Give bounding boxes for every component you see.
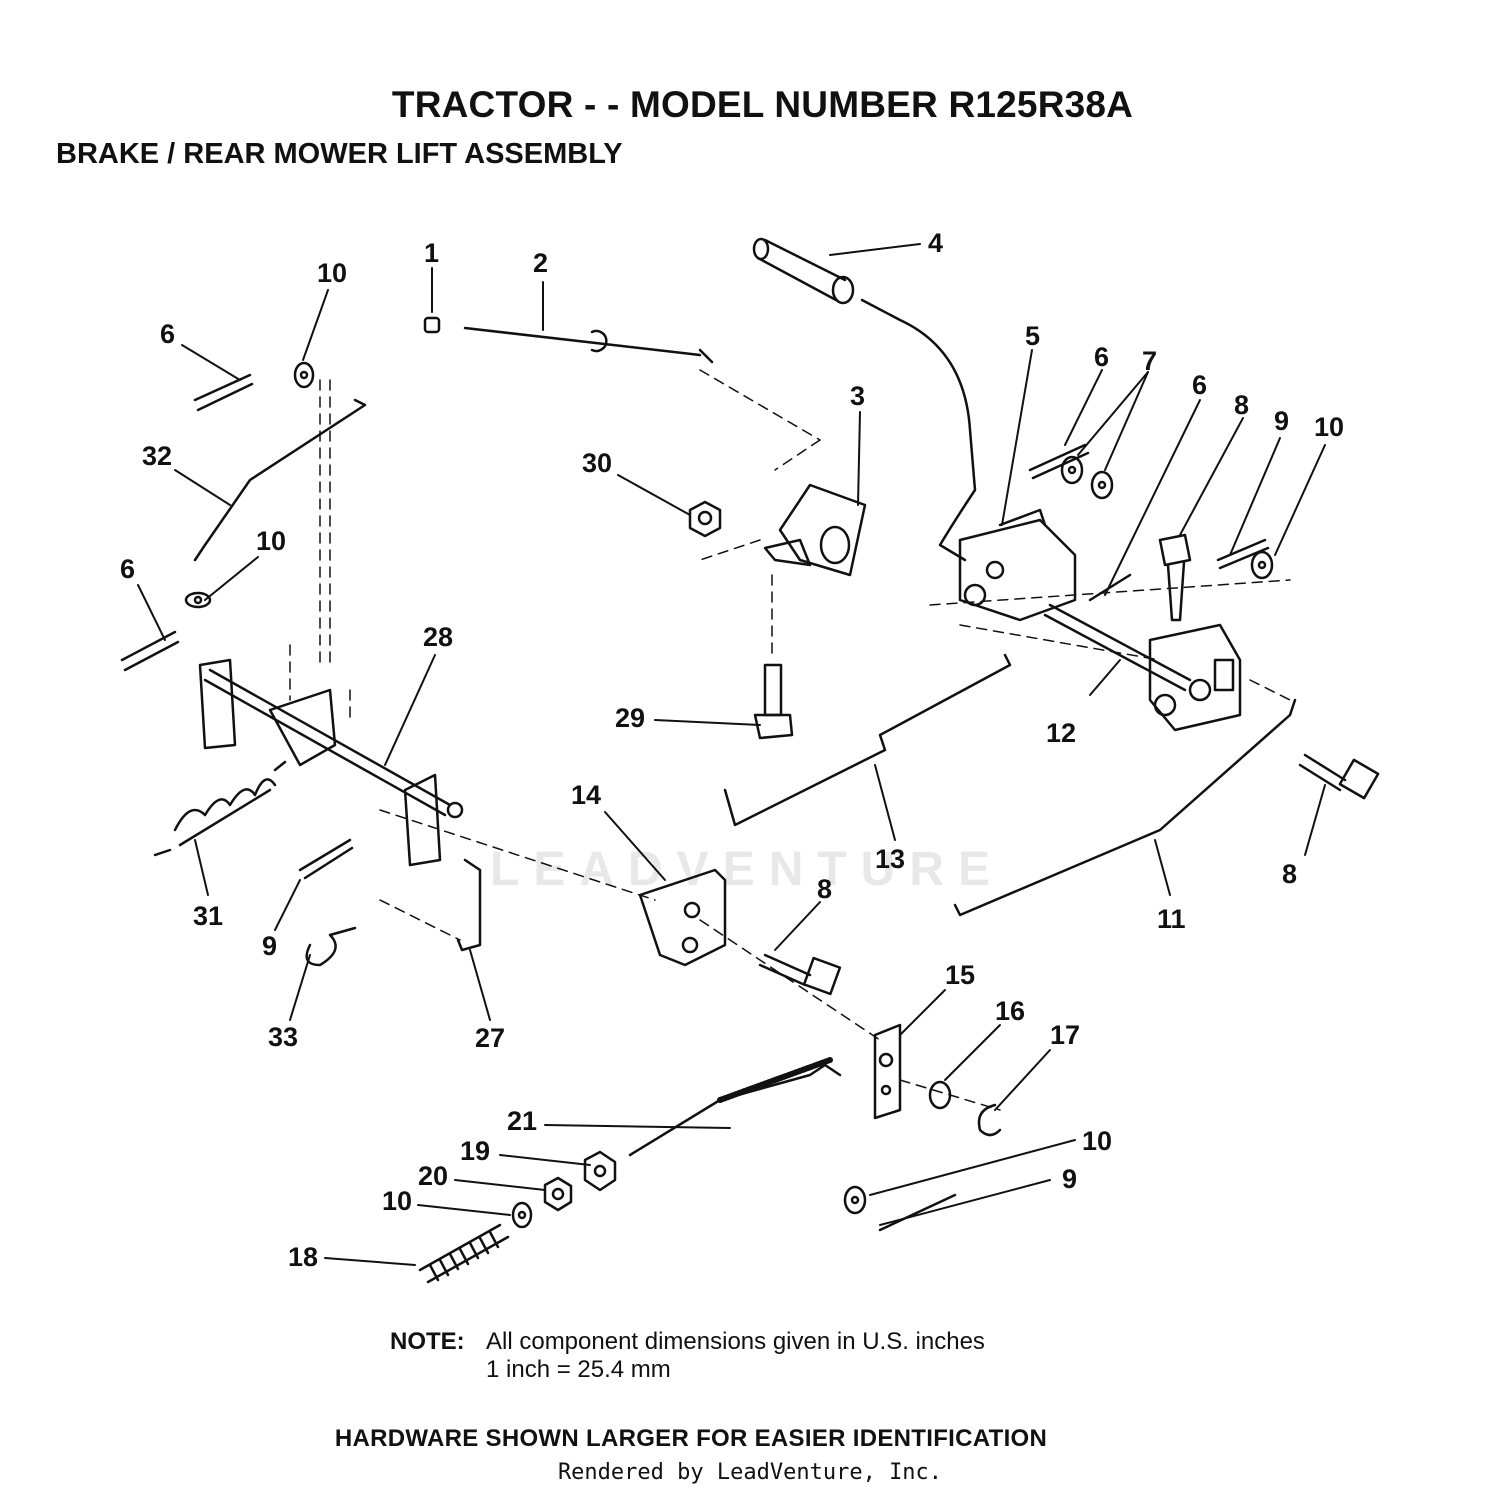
part-4-handle-grip: [752, 237, 855, 305]
part-21-rod: [628, 1057, 842, 1157]
callout-27: 27: [475, 1023, 505, 1053]
callout-2: 2: [533, 248, 548, 278]
part-32-rod: [193, 398, 367, 562]
part-29-bolt: [753, 663, 794, 740]
part-7-washers: [1060, 455, 1114, 500]
callout-16: 16: [995, 996, 1025, 1026]
callout-20: 20: [418, 1161, 448, 1191]
part-18-spring: [418, 1223, 510, 1284]
callout-10-bottom-right: 10: [1082, 1126, 1112, 1156]
part-5-lift-lever: [860, 298, 977, 562]
callout-6-left: 6: [120, 554, 135, 584]
part-30-nut: [688, 500, 722, 538]
part-9-pin-bottom: [878, 1193, 957, 1232]
callout-10-right: 10: [1314, 412, 1344, 442]
callout-10-bottom-left: 10: [382, 1186, 412, 1216]
part-9-pin-left: [298, 838, 354, 880]
callout-10-left: 10: [256, 526, 286, 556]
hardware-note: HARDWARE SHOWN LARGER FOR EASIER IDENTIF…: [334, 1425, 1048, 1452]
leader-lines: [137, 243, 1326, 1266]
alignment-lines: [289, 369, 1291, 1111]
callout-33: 33: [268, 1022, 298, 1052]
part-28-cross-shaft: [198, 658, 464, 867]
part-27-link: [456, 858, 482, 952]
part-14-bracket: [638, 868, 727, 967]
dimension-note: NOTE: All component dimensions given in U…: [390, 1328, 985, 1384]
part-6-pin-left: [120, 630, 180, 672]
callout-5: 5: [1025, 321, 1040, 351]
callout-6-right: 6: [1192, 370, 1207, 400]
callout-11: 11: [1157, 904, 1186, 934]
part-6-pin-upper-right: [1028, 443, 1090, 480]
part-6-pin-top-left: [193, 373, 254, 412]
callout-30: 30: [582, 448, 612, 478]
callout-3: 3: [850, 381, 865, 411]
callout-32: 32: [142, 441, 172, 471]
callout-19: 19: [460, 1136, 490, 1166]
note-text: All component dimensions given in U.S. i…: [486, 1328, 985, 1384]
callout-13: 13: [875, 844, 905, 874]
callout-15: 15: [945, 960, 975, 990]
note-label: NOTE:: [390, 1328, 465, 1355]
part-15-plate: [873, 1023, 902, 1120]
part-8-bolt-upper: [1158, 533, 1192, 622]
callout-10-top: 10: [317, 258, 347, 288]
page-title: TRACTOR - - MODEL NUMBER R125R38A: [391, 84, 1134, 125]
callout-9-left: 9: [262, 931, 277, 961]
callout-12: 12: [1046, 718, 1076, 748]
part-33-clip: [305, 926, 357, 967]
part-20-nut: [543, 1176, 573, 1212]
callout-21: 21: [507, 1106, 537, 1136]
callout-1: 1: [424, 238, 439, 268]
callout-14: 14: [571, 780, 601, 810]
part-19-nut: [583, 1150, 617, 1192]
note-line-1: All component dimensions given in U.S. i…: [486, 1328, 985, 1355]
callout-9-upper: 9: [1274, 406, 1289, 436]
assembly-subtitle: BRAKE / REAR MOWER LIFT ASSEMBLY: [56, 138, 623, 170]
part-16-washer: [928, 1080, 952, 1110]
part-12-shaft: [1043, 603, 1242, 732]
callout-4: 4: [928, 228, 943, 258]
part-13-rod: [723, 653, 1012, 827]
part-2-rod: [463, 326, 714, 364]
part-8-bolt-lower: [758, 953, 842, 996]
callout-8-right: 8: [1282, 859, 1297, 889]
part-6-pin-right: [1088, 573, 1132, 602]
callout-29: 29: [615, 703, 645, 733]
callout-labels: 1 2 3 4 5 6 6 6 6 7 8 8 8 9 9 9 10 10 10…: [120, 228, 1344, 1272]
callout-8-lower: 8: [817, 874, 832, 904]
callout-17: 17: [1050, 1020, 1080, 1050]
part-5-bracket: [958, 508, 1077, 622]
part-10-washers: [184, 361, 1274, 1229]
callout-31: 31: [193, 901, 223, 931]
callout-6-top-left: 6: [160, 319, 175, 349]
watermark: LEADVENTURE: [490, 843, 1005, 896]
part-3-bracket: [763, 483, 867, 577]
callout-9-bottom: 9: [1062, 1164, 1077, 1194]
part-11-rod: [953, 698, 1297, 917]
callout-7: 7: [1142, 346, 1157, 376]
callout-6-upper-right: 6: [1094, 342, 1109, 372]
callout-28: 28: [423, 622, 453, 652]
callout-18: 18: [288, 1242, 318, 1272]
callout-8-upper: 8: [1234, 390, 1249, 420]
rendered-by-credit: Rendered by LeadVenture, Inc.: [557, 1460, 943, 1485]
note-line-2: 1 inch = 25.4 mm: [486, 1356, 671, 1383]
part-8-bolt-right: [1298, 753, 1380, 800]
part-1-nut: [423, 316, 441, 334]
part-17-clip: [977, 1103, 1002, 1137]
part-31-spring: [153, 760, 287, 857]
